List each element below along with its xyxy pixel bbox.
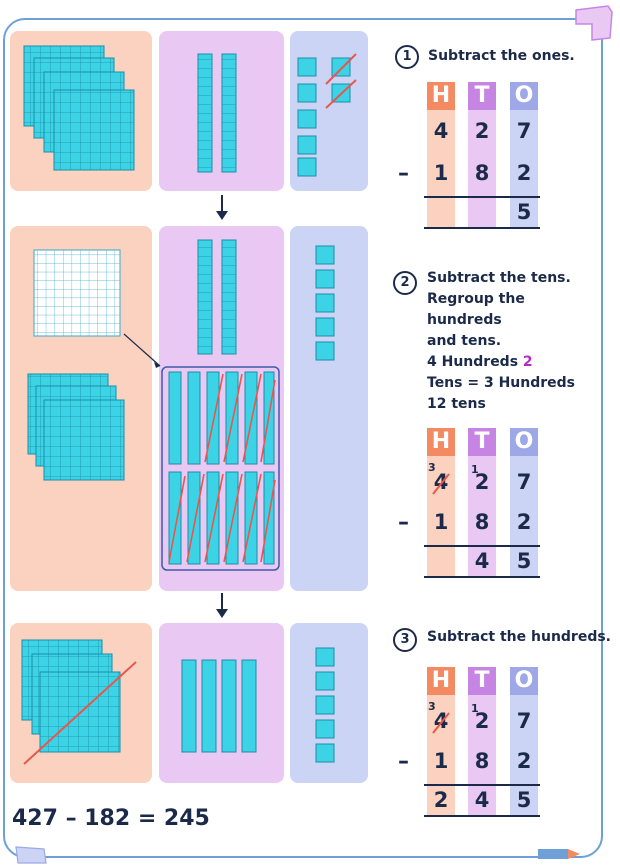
ten-rods-row1	[197, 53, 237, 173]
ten-rods-row2	[197, 239, 237, 355]
page-corner-icon	[575, 5, 613, 41]
minuend-t: 2	[474, 709, 490, 733]
regroup-hundreds: 3	[428, 461, 436, 474]
subtrahend-h: 1	[433, 749, 449, 773]
h-header: H	[427, 82, 455, 110]
answer-line-bottom	[424, 576, 540, 578]
step-3-number: 3	[393, 628, 417, 652]
hundred-flats-row3	[21, 639, 137, 765]
flat-hundred-icon	[23, 45, 135, 171]
regrouped-tens-box	[161, 366, 280, 571]
minuend-o: 7	[516, 119, 532, 143]
bottom-corner-icon	[15, 846, 47, 864]
o-header: O	[510, 428, 538, 456]
minuend-t: 2	[474, 470, 490, 494]
hundreds-regroup-visual	[27, 249, 161, 481]
subtrahend-o: 2	[516, 510, 532, 534]
regroup-tens: 1	[471, 702, 479, 715]
final-equation: 427 – 182 = 245	[12, 806, 210, 831]
strike-icon	[432, 712, 450, 734]
worksheet-frame	[3, 18, 603, 858]
t-header: T	[468, 82, 496, 110]
step-2-number: 2	[393, 271, 417, 295]
strike-icon	[432, 473, 450, 495]
down-arrow-icon	[216, 195, 228, 220]
ten-rods-row3	[181, 659, 257, 753]
step-2-text: Subtract the tens. Regroup the hundreds …	[427, 270, 576, 412]
unit-cubes-row3	[315, 647, 335, 763]
minuend-o: 7	[516, 470, 532, 494]
subtrahend-t: 8	[474, 161, 490, 185]
subtrahend-o: 2	[516, 161, 532, 185]
pencil-icon	[538, 849, 580, 859]
subtrahend-h: 1	[433, 161, 449, 185]
result-3-o: 5	[516, 788, 532, 812]
down-arrow-icon	[216, 593, 228, 618]
minus-sign: –	[398, 749, 409, 774]
answer-line-top	[424, 784, 540, 786]
minus-sign: –	[398, 161, 409, 186]
unit-cubes-row2	[315, 245, 335, 361]
regroup-tens: 1	[471, 463, 479, 476]
result-2-o: 5	[516, 549, 532, 573]
h-header: H	[427, 667, 455, 695]
subtrahend-o: 2	[516, 749, 532, 773]
step-1-line: Subtract the ones.	[428, 48, 575, 64]
minuend-o: 7	[516, 709, 532, 733]
hundred-flats-row1	[23, 45, 135, 171]
answer-line-top	[424, 545, 540, 547]
unit-cubes-row1	[297, 53, 357, 177]
subtrahend-t: 8	[474, 510, 490, 534]
result-3-t: 4	[474, 788, 490, 812]
t-header: T	[468, 428, 496, 456]
highlight-number: 2	[522, 354, 533, 370]
result-1-o: 5	[516, 200, 532, 224]
step-1-number: 1	[395, 45, 419, 69]
minuend-h: 4	[433, 119, 449, 143]
t-header: T	[468, 667, 496, 695]
answer-line-top	[424, 196, 540, 198]
step-1-text: Subtract the ones.	[428, 46, 575, 67]
result-2-t: 4	[474, 549, 490, 573]
subtrahend-h: 1	[433, 510, 449, 534]
answer-line-bottom	[424, 227, 540, 229]
answer-line-bottom	[424, 815, 540, 817]
minuend-t: 2	[474, 119, 490, 143]
h-header: H	[427, 428, 455, 456]
result-3-h: 2	[433, 788, 449, 812]
o-header: O	[510, 667, 538, 695]
step-3-text: Subtract the hundreds.	[427, 629, 612, 645]
minus-sign: –	[398, 510, 409, 535]
subtrahend-t: 8	[474, 749, 490, 773]
o-header: O	[510, 82, 538, 110]
regroup-hundreds: 3	[428, 700, 436, 713]
